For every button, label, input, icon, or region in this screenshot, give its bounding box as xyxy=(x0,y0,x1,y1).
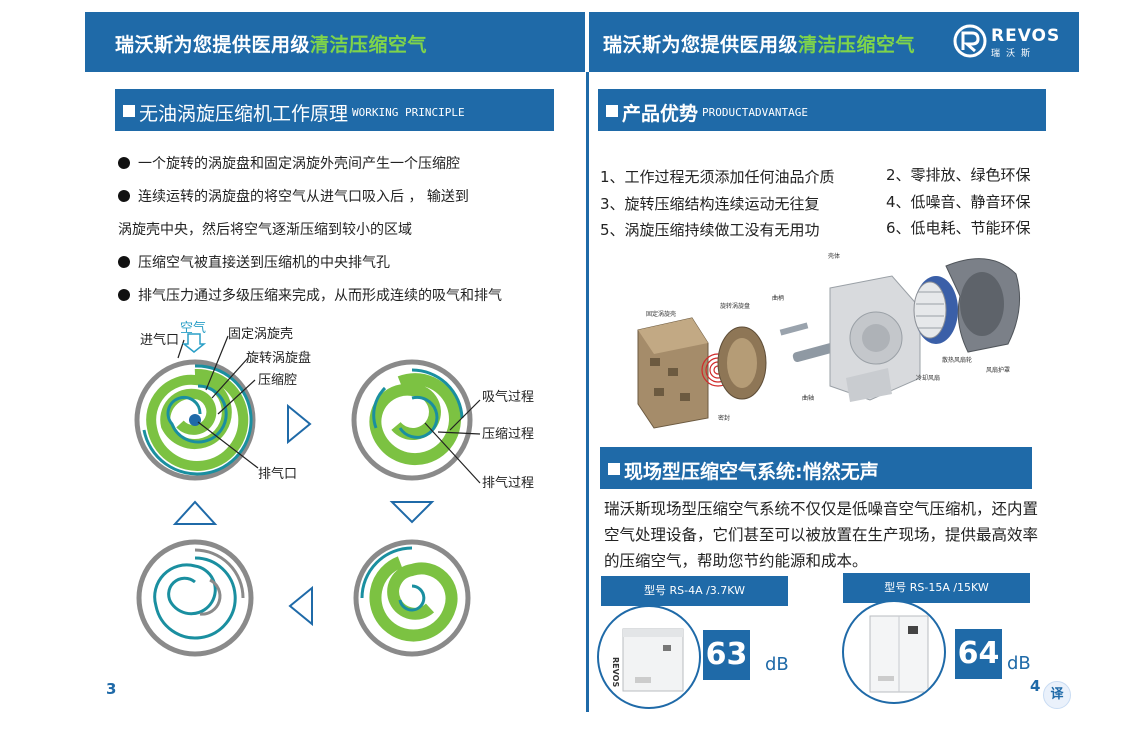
svg-text:REVOS: REVOS xyxy=(611,657,620,687)
housing-part xyxy=(829,275,921,402)
right-arrow-icon xyxy=(287,403,312,445)
advantage-item: 5、涡旋压缩持续做工没有无用功 xyxy=(600,221,820,239)
svg-text:散热风扇轮: 散热风扇轮 xyxy=(942,356,972,364)
svg-text:曲轴: 曲轴 xyxy=(802,394,814,402)
noise-unit-rs15a: dB xyxy=(1007,653,1031,674)
bullet-item: 排气压力通过多级压缩来完成，从而形成连续的吸气和排气 xyxy=(118,286,558,319)
advantage-item: 1、工作过程无须添加任何油品介质 xyxy=(600,168,835,186)
right-header-bar: 瑞沃斯为您提供医用级清洁压缩空气 REVOS 瑞沃斯 xyxy=(589,12,1079,72)
scroll-stage-3 xyxy=(353,539,471,657)
svg-text:风扇护罩: 风扇护罩 xyxy=(986,366,1010,374)
translate-button[interactable]: 译 xyxy=(1043,681,1071,709)
model-label-rs4a: 型号 RS-4A /3.7KW xyxy=(601,576,788,606)
right-title-main: 瑞沃斯为您提供医用级 xyxy=(603,34,799,56)
bullet-item: 压缩空气被直接送到压缩机的中央排气孔 xyxy=(118,253,558,286)
square-bullet-icon xyxy=(123,104,135,117)
bullet-item-continued: 涡旋壳中央，然后将空气逐渐压缩到较小的区域 xyxy=(118,222,412,238)
noise-level-rs4a: 63 xyxy=(703,630,750,680)
svg-text:冷却风扇: 冷却风扇 xyxy=(916,374,940,382)
page-number-left: 3 xyxy=(106,680,117,698)
svg-text:壳体: 壳体 xyxy=(828,252,840,260)
logo-subtext: 瑞沃斯 xyxy=(991,49,1037,59)
compressor-cabinet-image: REVOS xyxy=(611,628,684,692)
advantage-item: 6、低电耗、节能环保 xyxy=(886,219,1031,237)
svg-text:固定涡旋壳: 固定涡旋壳 xyxy=(646,310,676,318)
revos-logo-icon xyxy=(953,24,987,58)
fixed-scroll-part xyxy=(637,317,709,429)
scroll-compressor-diagram: 进气口 空气 固定涡旋壳 旋转涡旋盘 压缩腔 排气口 吸气过程 压缩过程 排气过… xyxy=(134,320,534,657)
principle-heading-zh: 无油涡旋压缩机工作原理 xyxy=(139,103,349,125)
orbiting-scroll-part xyxy=(717,326,767,400)
square-bullet-icon xyxy=(606,104,618,117)
scroll-stage-2: 吸气过程 压缩过程 排气过程 xyxy=(351,359,534,491)
advantage-item: 2、零排放、绿色环保 xyxy=(886,166,1031,184)
advantage-item: 3、旋转压缩结构连续运动无往复 xyxy=(600,195,820,213)
right-title-highlight: 清洁压缩空气 xyxy=(798,34,916,56)
label-suction: 吸气过程 xyxy=(482,389,534,405)
noise-unit-rs4a: dB xyxy=(765,654,789,675)
left-title-highlight: 清洁压缩空气 xyxy=(310,34,428,56)
left-header-bar: 瑞沃斯为您提供医用级清洁压缩空气 xyxy=(85,12,585,72)
onsite-section-header: 现场型压缩空气系统:悄然无声 xyxy=(600,447,1032,489)
principle-heading-en: WORKING PRINCIPLE xyxy=(352,106,465,119)
product-photo-rs4a: REVOS xyxy=(597,605,701,709)
bullet-dot-icon xyxy=(118,190,130,202)
label-air: 空气 xyxy=(180,320,206,336)
up-arrow-icon xyxy=(172,500,218,525)
svg-text:曲柄: 曲柄 xyxy=(772,294,784,302)
square-bullet-icon xyxy=(608,462,620,475)
page-divider xyxy=(586,72,589,712)
right-header-title: 瑞沃斯为您提供医用级清洁压缩空气 xyxy=(603,30,915,57)
logo-text: REVOS xyxy=(991,26,1061,46)
left-arrow-icon xyxy=(288,585,313,627)
model-label-rs15a: 型号 RS-15A /15KW xyxy=(843,573,1030,603)
fan-impeller-part xyxy=(913,276,958,344)
advantage-heading-en: PRODUCTADVANTAGE xyxy=(702,106,808,119)
advantage-item: 4、低噪音、静音环保 xyxy=(886,193,1031,211)
exploded-view-image: 固定涡旋壳 旋转涡旋盘 曲柄 壳体 密封 曲轴 散热风扇轮 冷却风扇 风扇护罩 xyxy=(637,252,1021,429)
advantage-heading-zh: 产品优势 xyxy=(622,103,699,125)
noise-level-rs15a: 64 xyxy=(955,629,1002,679)
svg-text:密封: 密封 xyxy=(718,414,730,422)
bullet-dot-icon xyxy=(118,289,130,301)
down-arrow-icon xyxy=(389,501,435,524)
label-discharge: 排气过程 xyxy=(482,475,534,491)
revos-logo: REVOS 瑞沃斯 xyxy=(953,24,1063,60)
bullet-dot-icon xyxy=(118,256,130,268)
fan-hood-part xyxy=(945,258,1021,353)
scroll-stage-4 xyxy=(136,539,254,657)
scroll-stage-1: 进气口 空气 固定涡旋壳 旋转涡旋盘 压缩腔 排气口 xyxy=(134,320,311,482)
label-compression: 压缩过程 xyxy=(482,426,534,442)
label-fixed-scroll: 固定涡旋壳 xyxy=(228,327,293,342)
product-photo-rs15a xyxy=(842,600,946,704)
left-title-main: 瑞沃斯为您提供医用级 xyxy=(115,34,311,56)
onsite-heading: 现场型压缩空气系统:悄然无声 xyxy=(624,461,879,483)
onsite-paragraph: 瑞沃斯现场型压缩空气系统不仅仅是低噪音空气压缩机，还内置空气处理设备，它们甚至可… xyxy=(604,500,1039,570)
label-chamber: 压缩腔 xyxy=(258,372,297,388)
bullet-dot-icon xyxy=(118,157,130,169)
principle-bullet-list: 一个旋转的涡旋盘和固定涡旋外壳间产生一个压缩腔 连续运转的涡旋盘的将空气从进气口… xyxy=(118,154,558,319)
bullet-item: 一个旋转的涡旋盘和固定涡旋外壳间产生一个压缩腔 xyxy=(118,154,558,187)
label-exhaust-port: 排气口 xyxy=(258,466,297,482)
label-inlet: 进气口 xyxy=(140,332,179,348)
compressor-cabinet-image xyxy=(869,615,929,693)
left-header-title: 瑞沃斯为您提供医用级清洁压缩空气 xyxy=(115,30,427,57)
label-rotating-scroll: 旋转涡旋盘 xyxy=(246,350,311,366)
bullet-item: 连续运转的涡旋盘的将空气从进气口吸入后 ， 输送到 xyxy=(118,187,558,220)
svg-text:旋转涡旋盘: 旋转涡旋盘 xyxy=(720,302,750,310)
page-number-right: 4 xyxy=(1030,677,1041,695)
